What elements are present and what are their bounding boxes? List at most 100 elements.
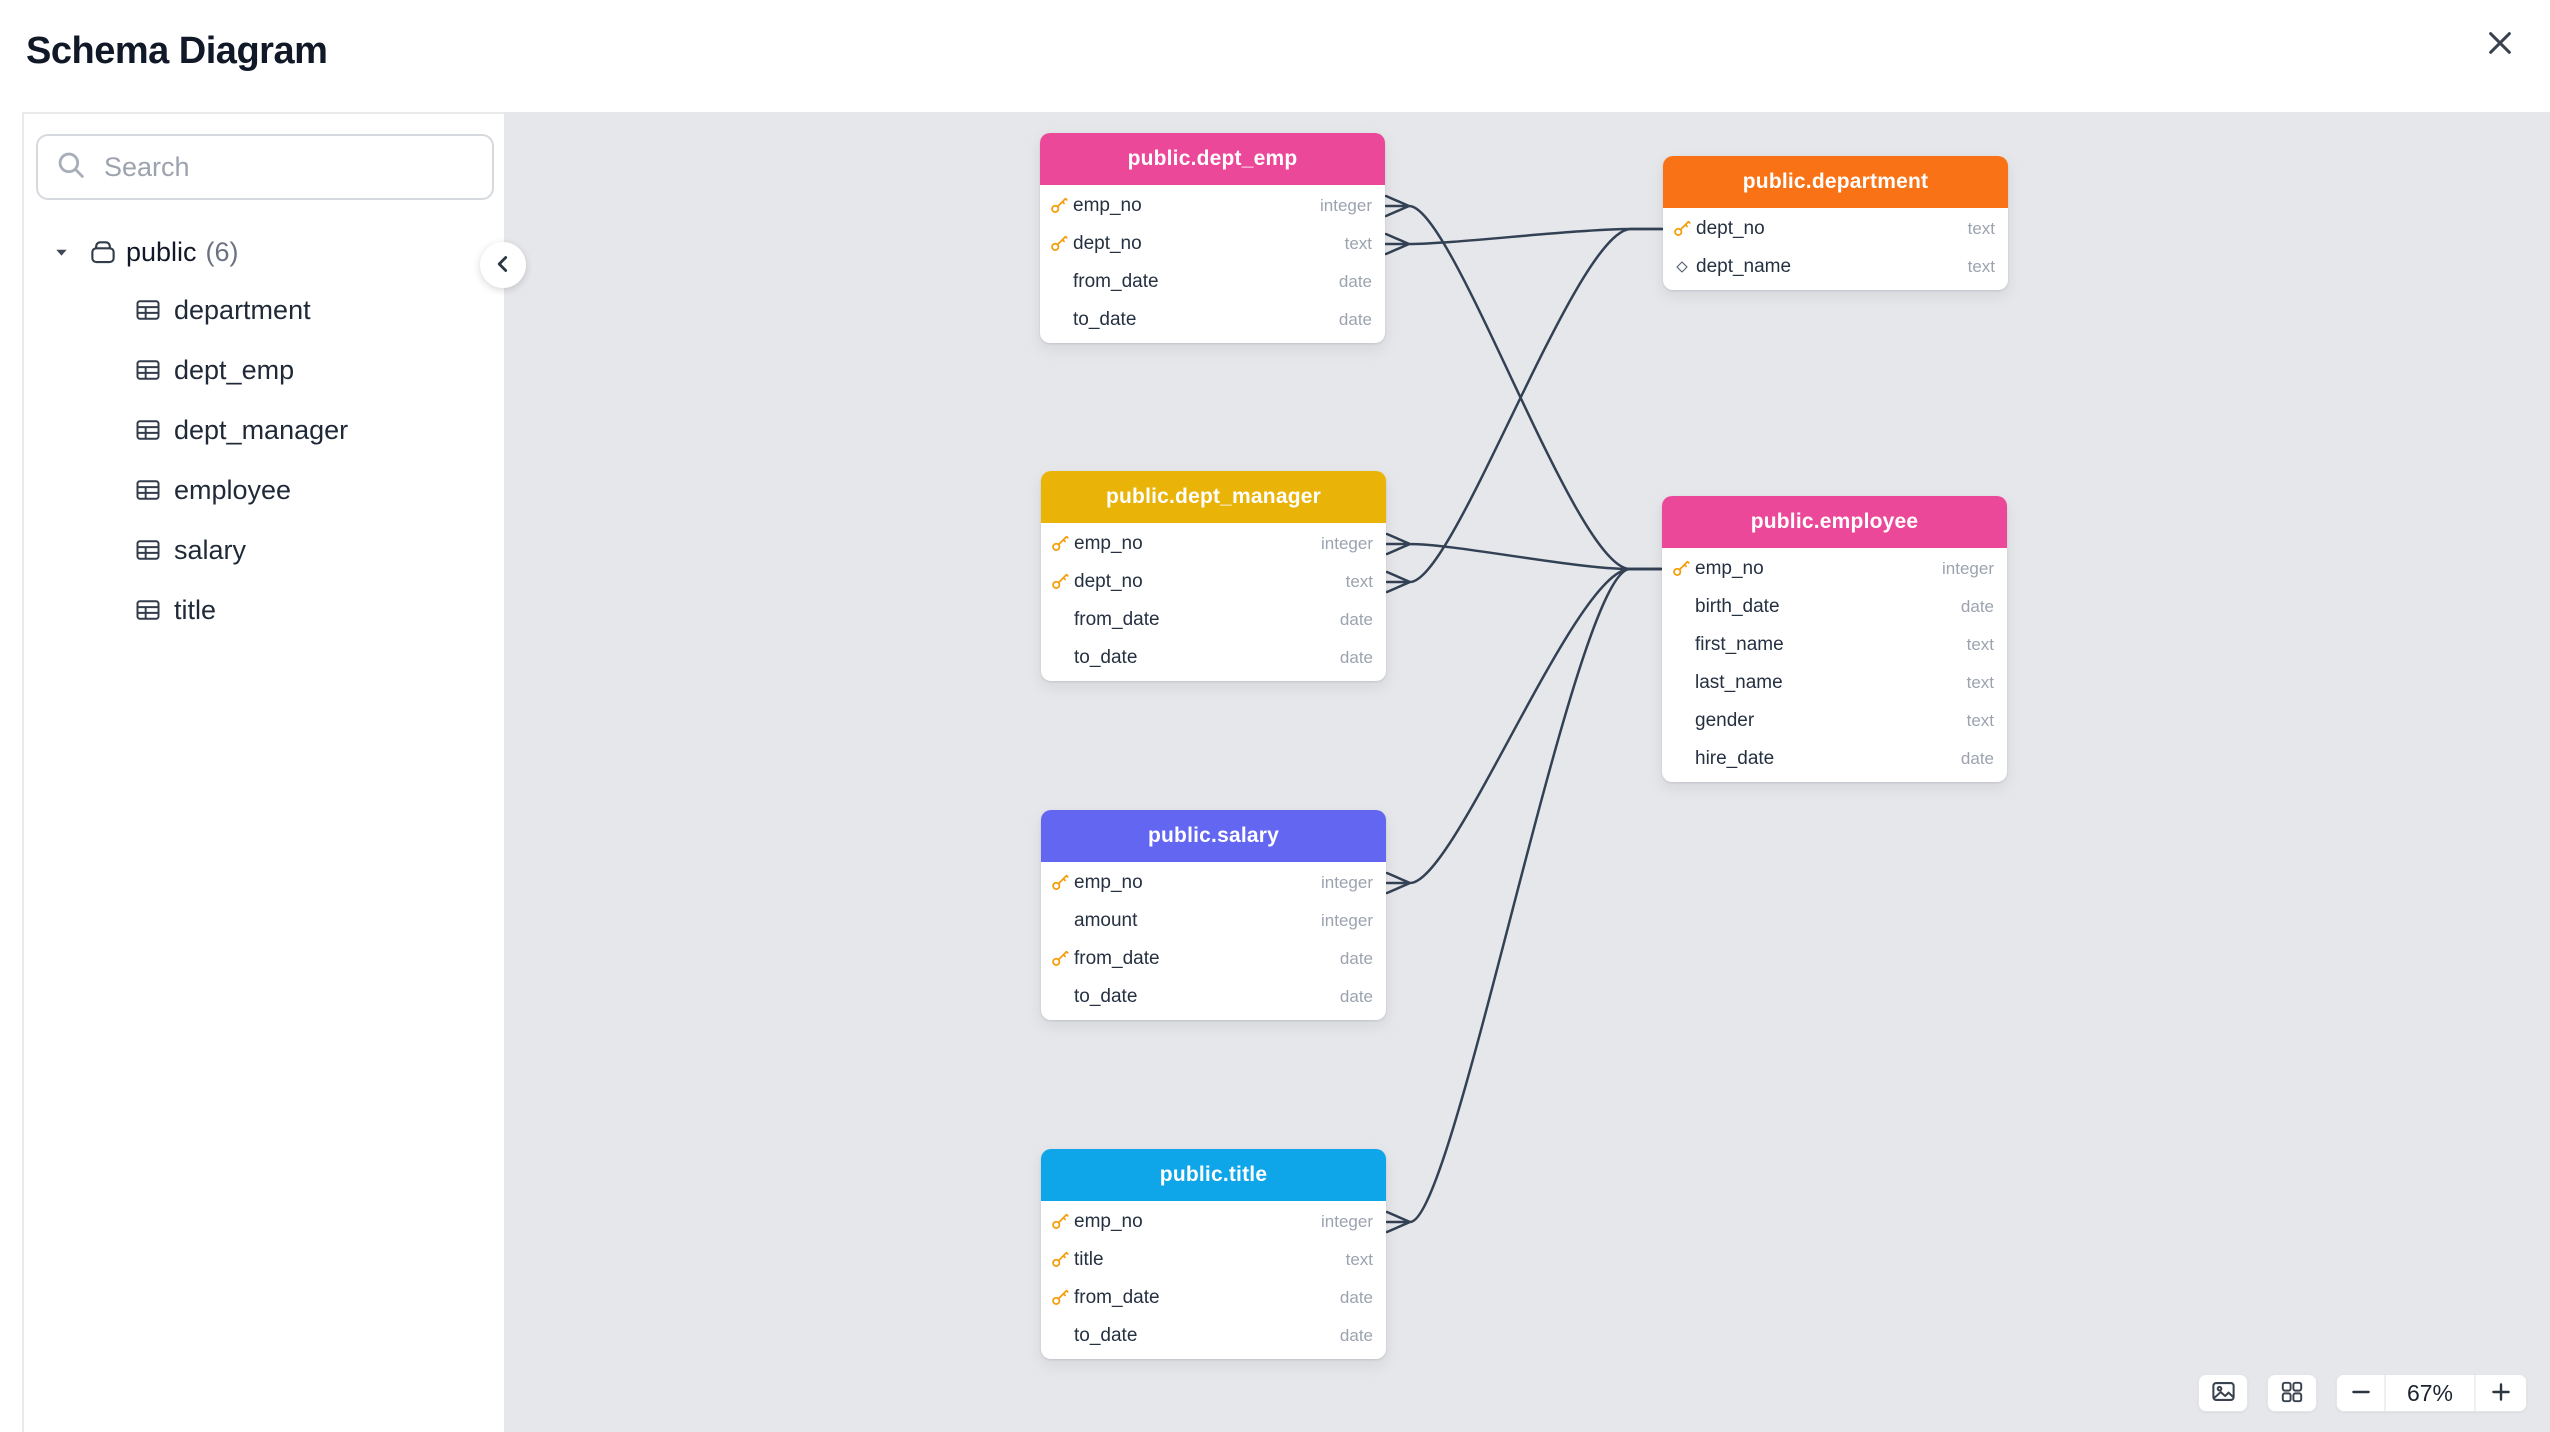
zoom-out-button[interactable] bbox=[2337, 1375, 2386, 1411]
field-name: emp_no bbox=[1073, 195, 1142, 216]
relationship-edge bbox=[1385, 567, 1663, 895]
plus-icon bbox=[2488, 1379, 2514, 1408]
schema-tree: public (6) department dept_emp dept_manage… bbox=[24, 224, 504, 640]
key-icon bbox=[1669, 559, 1693, 579]
minus-icon bbox=[2348, 1379, 2374, 1408]
field-name: dept_no bbox=[1696, 218, 1765, 239]
table-icon bbox=[134, 596, 162, 624]
field-type: integer bbox=[1320, 196, 1372, 215]
table-label: title bbox=[174, 594, 217, 625]
table-node-title[interactable]: public.department bbox=[1663, 156, 2008, 208]
table-node-title[interactable]: public.salary bbox=[1041, 810, 1386, 862]
field-name: title bbox=[1074, 1249, 1104, 1270]
field-name: birth_date bbox=[1695, 596, 1780, 617]
table-node-title[interactable]: public.dept_manager bbox=[1041, 471, 1386, 523]
zoom-in-button[interactable] bbox=[2474, 1375, 2526, 1411]
auto-layout-button[interactable] bbox=[2267, 1374, 2317, 1412]
field-type: text bbox=[1967, 257, 1995, 276]
table-node-title[interactable]: public.employee bbox=[1662, 496, 2007, 548]
field-row: to_date date bbox=[1041, 639, 1386, 677]
schema-name: public bbox=[126, 236, 197, 267]
field-type: date bbox=[1339, 610, 1373, 629]
field-name: from_date bbox=[1073, 271, 1159, 292]
field-type: text bbox=[1966, 635, 1994, 654]
field-name: emp_no bbox=[1074, 872, 1143, 893]
field-row: from_date date bbox=[1041, 601, 1386, 639]
relationship-edge bbox=[1384, 194, 1663, 571]
field-name: emp_no bbox=[1074, 1211, 1143, 1232]
table-label: department bbox=[174, 294, 311, 325]
dialog-title: Schema Diagram bbox=[26, 30, 328, 72]
field-type: text bbox=[1345, 572, 1373, 591]
sidebar-item-department[interactable]: department bbox=[24, 280, 504, 340]
close-button[interactable] bbox=[2480, 24, 2520, 64]
schema-sidebar: public (6) department dept_emp dept_manage… bbox=[22, 112, 504, 1432]
field-name: to_date bbox=[1074, 647, 1138, 668]
sidebar-item-dept_manager[interactable]: dept_manager bbox=[24, 400, 504, 460]
diamond-icon bbox=[1670, 259, 1694, 275]
table-node-title[interactable]: public.title bbox=[1041, 1149, 1386, 1201]
schema-tree-children: department dept_emp dept_manager employee sa… bbox=[24, 280, 504, 640]
search-box bbox=[36, 134, 494, 200]
table-node-title[interactable]: public.title emp_no integer title text from_d… bbox=[1041, 1149, 1386, 1359]
field-type: date bbox=[1339, 648, 1373, 667]
field-name: from_date bbox=[1074, 1287, 1160, 1308]
sidebar-item-salary[interactable]: salary bbox=[24, 520, 504, 580]
field-row: emp_no integer bbox=[1041, 1203, 1386, 1241]
relationship-edges bbox=[1384, 194, 1664, 1234]
field-type: date bbox=[1339, 949, 1373, 968]
sidebar-item-dept_emp[interactable]: dept_emp bbox=[24, 340, 504, 400]
export-image-button[interactable] bbox=[2198, 1374, 2248, 1412]
key-icon bbox=[1047, 234, 1071, 254]
field-row: emp_no integer bbox=[1040, 187, 1385, 225]
table-label: dept_manager bbox=[174, 414, 349, 445]
caret-down-icon[interactable] bbox=[50, 243, 72, 262]
sidebar-collapse-button[interactable] bbox=[480, 242, 526, 288]
key-icon bbox=[1048, 572, 1072, 592]
table-label: salary bbox=[174, 534, 247, 565]
field-name: from_date bbox=[1074, 609, 1160, 630]
zoom-level: 67% bbox=[2386, 1375, 2474, 1411]
sidebar-item-public-schema[interactable]: public (6) bbox=[24, 224, 504, 280]
sidebar-item-employee[interactable]: employee bbox=[24, 460, 504, 520]
sidebar-item-title[interactable]: title bbox=[24, 580, 504, 640]
field-type: integer bbox=[1942, 559, 1994, 578]
key-icon bbox=[1048, 949, 1072, 969]
key-icon bbox=[1670, 219, 1694, 239]
search-input[interactable] bbox=[104, 151, 476, 183]
table-node-title[interactable]: public.dept_emp bbox=[1040, 133, 1385, 185]
field-name: to_date bbox=[1073, 309, 1137, 330]
field-name: amount bbox=[1074, 910, 1138, 931]
field-name: dept_no bbox=[1073, 233, 1142, 254]
field-name: emp_no bbox=[1074, 533, 1143, 554]
key-icon bbox=[1048, 873, 1072, 893]
field-type: text bbox=[1345, 1250, 1373, 1269]
field-name: gender bbox=[1695, 710, 1755, 731]
key-icon bbox=[1048, 1212, 1072, 1232]
field-type: date bbox=[1338, 310, 1372, 329]
key-icon bbox=[1048, 1250, 1072, 1270]
field-type: text bbox=[1966, 711, 1994, 730]
field-type: integer bbox=[1321, 1212, 1373, 1231]
field-row: title text bbox=[1041, 1241, 1386, 1279]
zoom-control: 67% bbox=[2336, 1374, 2527, 1412]
field-name: dept_name bbox=[1696, 256, 1792, 277]
field-type: date bbox=[1339, 1326, 1373, 1345]
